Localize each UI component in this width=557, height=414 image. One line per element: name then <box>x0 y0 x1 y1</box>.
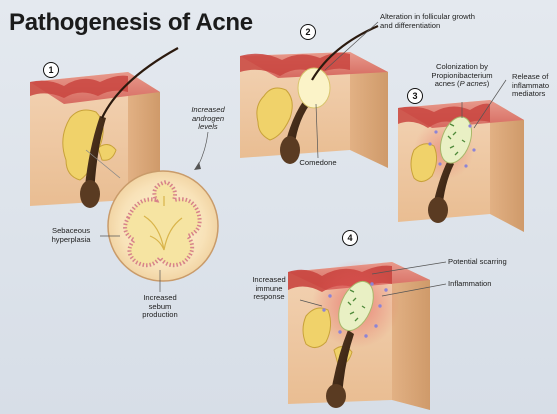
colonization-label-line3-b: P acnes <box>460 79 487 88</box>
step-2-badge: 2 <box>300 24 316 40</box>
colonization-label-line3-a: acnes ( <box>435 79 460 88</box>
skin-block-4 <box>288 260 446 410</box>
immune-label-line3: response <box>240 293 298 302</box>
page-title: Pathogenesis of Acne <box>9 9 253 37</box>
step-4-badge: 4 <box>342 230 358 246</box>
sebum-label: Increased sebum production <box>130 294 190 320</box>
step-1-badge: 1 <box>43 62 59 78</box>
release-label-line3: mediators <box>512 90 557 99</box>
release-label: Release of inflammato mediators <box>512 73 557 99</box>
colonization-label: Colonization by Propionibacterium acnes … <box>424 63 500 89</box>
androgen-label-line3: levels <box>180 123 236 132</box>
immune-label: Increased immune response <box>240 276 298 302</box>
colonization-label-line3: acnes (P acnes) <box>424 80 500 89</box>
sebaceous-label: Sebaceous hyperplasia <box>42 227 100 244</box>
skin-block-2 <box>240 22 388 168</box>
comedone-label: Comedone <box>290 159 346 168</box>
alteration-label-line2: and differentiation <box>380 22 520 31</box>
inflammation-label: Inflammation <box>448 280 548 289</box>
colonization-label-line3-c: ) <box>487 79 490 88</box>
sebaceous-label-line2: hyperplasia <box>42 236 100 245</box>
androgen-label: Increased androgen levels <box>180 106 236 132</box>
step-3-badge: 3 <box>407 88 423 104</box>
scarring-label: Potential scarring <box>448 258 548 267</box>
androgen-arrow-icon <box>194 162 201 170</box>
sebum-label-line3: production <box>130 311 190 320</box>
alteration-label: Alteration in follicular growth and diff… <box>380 13 520 30</box>
